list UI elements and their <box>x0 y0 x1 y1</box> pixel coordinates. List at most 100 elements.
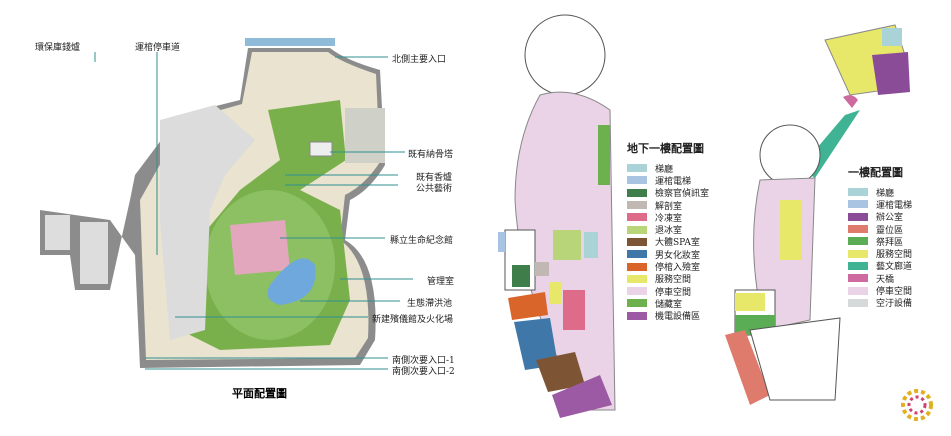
legend-label: 退冰室 <box>655 226 683 237</box>
legend-item: 解剖室 <box>627 199 709 212</box>
prosecutor-room <box>512 265 530 287</box>
legend-swatch <box>848 237 868 246</box>
legend-label: 運棺電梯 <box>655 176 692 187</box>
legend-swatch <box>627 274 647 283</box>
spiral-ramp <box>524 14 606 96</box>
logo <box>901 389 933 421</box>
legend-item: 運棺電梯 <box>848 198 913 211</box>
legend-swatch <box>627 237 647 246</box>
legend-swatch <box>848 298 868 307</box>
parking-west <box>80 222 108 284</box>
legend-item: 祭拜區 <box>848 235 912 248</box>
thaw-room <box>553 230 581 260</box>
legend-label: 運棺電梯 <box>876 200 913 211</box>
legend-item: 男女化妝室 <box>627 248 709 261</box>
legend-label: 梯廳 <box>876 188 895 199</box>
legend-item: 機電設備區 <box>627 310 709 322</box>
legend-label: 大體SPA室 <box>655 238 700 249</box>
label-hearse-lane: 運棺停車道 <box>135 43 181 53</box>
legend-item: 靈位區 <box>848 223 912 236</box>
basement-legend: 地下一樓配置圖 梯廳運棺電梯檢察官偵訊室解剖室冷凍室退冰室大體SPA室男女化妝室… <box>627 140 709 322</box>
dressing-room <box>514 318 558 370</box>
legend-swatch <box>848 188 868 197</box>
stair-hall-top <box>882 28 902 46</box>
label-incinerator: 環保庫錢爐 <box>35 43 81 53</box>
spa-room <box>536 352 585 392</box>
legend-label: 停棺入殮室 <box>655 263 701 274</box>
legend-label: 檢察官偵訊室 <box>655 189 710 200</box>
skybridge <box>843 95 858 108</box>
legend-swatch <box>627 164 647 173</box>
label-funeral-hall: 新建殯儀館及火化場 <box>372 315 454 325</box>
legend-swatch <box>848 225 868 234</box>
legend-swatch <box>627 250 647 259</box>
legend-item: 天橋 <box>848 272 912 285</box>
stair-hall <box>584 232 598 258</box>
legend-item: 停棺入殮室 <box>627 260 709 274</box>
memorial-hall <box>230 220 290 275</box>
first-floor-legend: 一樓配置圖 梯廳運棺電梯辦公室靈位區祭拜區服務空間藝文廊道天橋停車空間空汙設備 <box>848 164 912 309</box>
eco-detention-pond <box>267 258 316 305</box>
legend-label: 祭拜區 <box>876 237 904 248</box>
legend-label: 解剖室 <box>655 201 683 212</box>
legend-swatch <box>627 188 647 197</box>
legend-item: 檢察官偵訊室 <box>627 187 709 199</box>
legend-swatch <box>627 225 647 234</box>
legend-label: 靈位區 <box>876 225 904 236</box>
spiral-ramp-1f <box>759 124 821 186</box>
legend-swatch <box>848 286 868 295</box>
basement-plan <box>498 14 616 418</box>
legend-item: 梯廳 <box>627 162 709 175</box>
legend-item: 退冰室 <box>627 223 709 237</box>
legend-swatch <box>627 311 647 320</box>
new-funeral-building <box>160 105 255 340</box>
legend-swatch <box>627 213 647 222</box>
label-columbarium: 既有納骨塔 <box>408 150 454 160</box>
legend-swatch <box>848 261 868 270</box>
legend-label: 藝文廊道 <box>876 262 913 273</box>
north-road-strip <box>245 38 335 46</box>
management-building <box>309 141 333 157</box>
site-leader-lines <box>94 52 413 370</box>
legend-label: 天橋 <box>876 274 895 285</box>
mechanical-room <box>552 375 612 418</box>
site-plan <box>40 38 385 368</box>
label-pond: 生態滯洪池 <box>407 299 453 309</box>
legend-item: 冷凍室 <box>627 211 709 224</box>
elevator-block <box>498 232 505 252</box>
legend-swatch <box>627 176 647 185</box>
legend-swatch <box>848 274 868 283</box>
legend-swatch <box>627 299 647 308</box>
autopsy-room <box>535 262 549 276</box>
legend-swatch <box>627 201 647 210</box>
storage-room <box>598 125 610 185</box>
legend-label: 冷凍室 <box>655 213 683 224</box>
service-space-1f <box>780 200 802 260</box>
service-space <box>549 282 561 304</box>
legend-label: 男女化妝室 <box>655 250 701 261</box>
label-memorial-hall: 縣立生命紀念館 <box>390 236 454 246</box>
first-floor-legend-title: 一樓配置圖 <box>848 166 903 179</box>
label-public-art: 公共藝術 <box>416 184 453 194</box>
legend-label: 儲藏室 <box>655 299 683 310</box>
legend-swatch <box>627 262 647 271</box>
legend-label: 梯廳 <box>655 164 674 175</box>
label-south-entrance-1: 南側次要入口-1 <box>392 356 455 366</box>
legend-swatch <box>848 200 868 209</box>
legend-label: 辦公室 <box>876 213 904 224</box>
legend-label: 停車空間 <box>655 287 692 298</box>
legend-item: 儲藏室 <box>627 297 709 310</box>
legend-label: 空汙設備 <box>876 299 913 310</box>
basement-legend-title: 地下一樓配置圖 <box>627 142 704 155</box>
label-north-entrance: 北側主要入口 <box>392 55 447 65</box>
legend-label: 服務空間 <box>876 250 913 261</box>
legend-item: 服務空間 <box>848 247 913 261</box>
existing-columbarium <box>345 108 385 163</box>
legend-item: 服務空間 <box>627 273 709 285</box>
incinerator-area <box>45 215 70 250</box>
legend-label: 服務空間 <box>655 275 692 286</box>
legend-item: 大體SPA室 <box>627 236 709 248</box>
legend-item: 停車空間 <box>848 284 912 297</box>
legend-swatch <box>627 287 647 296</box>
